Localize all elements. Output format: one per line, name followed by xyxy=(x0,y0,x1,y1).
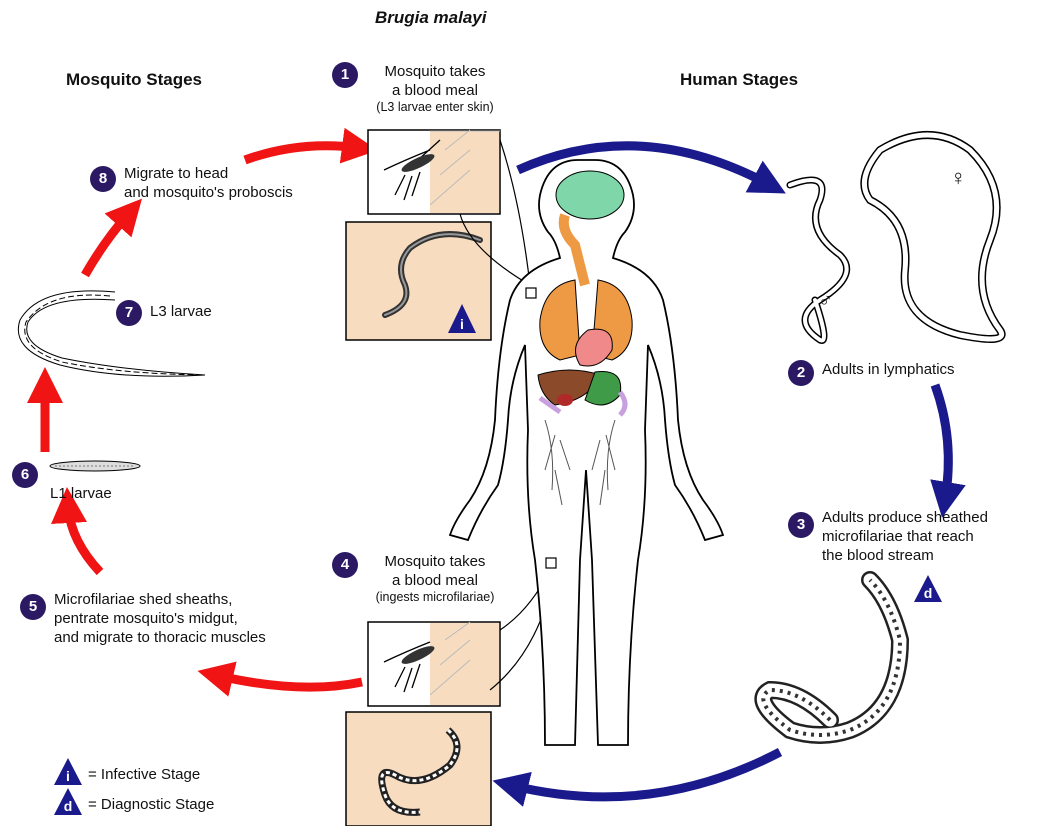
stage-6-label: L1 larvae xyxy=(50,484,112,503)
spleen-organ xyxy=(557,394,573,406)
mosquito-stages-heading: Mosquito Stages xyxy=(66,70,202,89)
adult-worm-female xyxy=(864,135,1001,339)
adult-worm-male xyxy=(790,180,847,341)
svg-text:d: d xyxy=(924,585,933,601)
svg-text:d: d xyxy=(64,798,73,814)
stage-5-label: Microfilariae shed sheaths,pentrate mosq… xyxy=(54,590,266,647)
microfilaria-large xyxy=(763,580,900,735)
skin-zoom-box-upper xyxy=(526,288,536,298)
diagnostic-stage-marker-3: d xyxy=(914,575,942,602)
stage-3-badge: 3 xyxy=(788,512,814,538)
arrow-2-to-3 xyxy=(935,385,948,500)
arrow-4-to-5 xyxy=(215,675,362,687)
stage4-microfilaria-panel xyxy=(346,712,491,826)
legend-infective-label: = Infective Stage xyxy=(88,765,200,784)
stage-6-badge: 6 xyxy=(12,462,38,488)
arrow-5-to-6 xyxy=(68,505,100,572)
arrow-7-to-8 xyxy=(85,212,130,275)
stage-7-label: L3 larvae xyxy=(150,302,212,321)
stage-2-label: Adults in lymphatics xyxy=(822,360,955,379)
svg-text:i: i xyxy=(66,768,70,784)
human-stages-heading: Human Stages xyxy=(680,70,798,89)
stage-2-badge: 2 xyxy=(788,360,814,386)
stage4-mosquito-panel xyxy=(368,622,500,706)
stage-4-badge: 4 xyxy=(332,552,358,578)
legend-diagnostic-marker: d xyxy=(54,788,82,815)
stage1-mosquito-panel xyxy=(368,130,500,214)
stage-7-badge: 7 xyxy=(116,300,142,326)
l1-larva xyxy=(50,461,140,471)
skin-zoom-box-lower xyxy=(546,558,556,568)
brain-organ xyxy=(556,171,624,219)
legend-infective-marker: i xyxy=(54,758,82,785)
female-symbol: ♀ xyxy=(950,168,967,187)
stage-5-badge: 5 xyxy=(20,594,46,620)
legend-diagnostic-label: = Diagnostic Stage xyxy=(88,795,214,814)
arrow-8-to-1 xyxy=(245,146,360,160)
stage-1-badge: 1 xyxy=(332,62,358,88)
arrow-3-to-4 xyxy=(510,752,780,797)
stage-8-badge: 8 xyxy=(90,166,116,192)
male-symbol: ♂ xyxy=(818,292,833,311)
svg-text:i: i xyxy=(460,316,464,332)
diagram-title: Brugia malayi xyxy=(375,8,487,27)
